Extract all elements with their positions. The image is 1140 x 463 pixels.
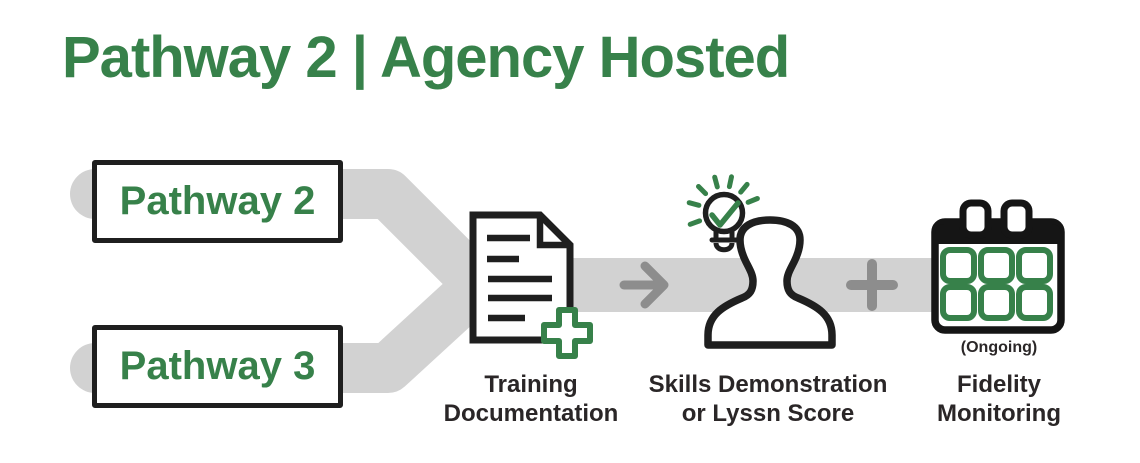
calendar-ring-icon <box>1000 199 1033 239</box>
arrow-right-icon <box>619 261 669 309</box>
pathway-3-label: Pathway 3 <box>119 344 316 388</box>
page-title: Pathway 2 | Agency Hosted <box>62 25 790 90</box>
person-icon <box>704 216 836 349</box>
calendar-icon <box>931 199 1065 334</box>
document-plus-icon <box>469 211 593 359</box>
plus-icon <box>846 259 898 311</box>
pathway-2-box: Pathway 2 <box>92 160 343 243</box>
fidelity-monitoring-label: Fidelity Monitoring <box>937 371 1061 427</box>
plus-badge-icon <box>541 307 593 359</box>
skills-demonstration-label: Skills Demonstration or Lyssn Score <box>648 371 888 427</box>
person-with-lightbulb-check-icon <box>686 174 836 349</box>
checkmark-icon <box>709 200 741 228</box>
lightbulb-rays-icon <box>686 174 760 227</box>
ongoing-note: (Ongoing) <box>960 339 1038 356</box>
training-documentation-label: Training Documentation <box>443 371 619 427</box>
calendar-ring-icon <box>959 199 992 239</box>
pathway-3-box: Pathway 3 <box>92 325 343 408</box>
pathway-2-label: Pathway 2 <box>119 179 316 223</box>
